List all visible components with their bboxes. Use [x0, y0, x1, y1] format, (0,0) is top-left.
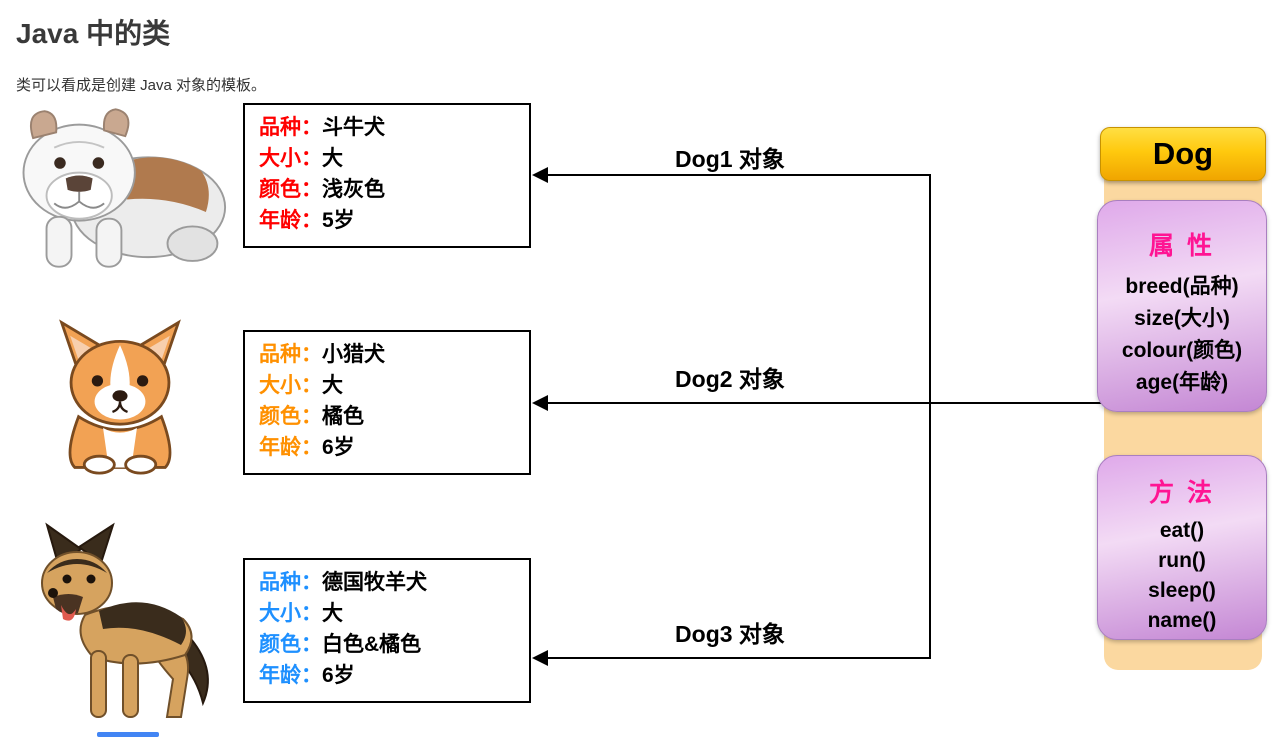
field-value: 5岁: [322, 209, 355, 232]
attributes-section: 属 性 breed(品种) size(大小) colour(颜色) age(年龄…: [1097, 200, 1267, 412]
german-shepherd-image: [15, 518, 235, 735]
corgi-illustration: [59, 319, 181, 475]
field-label: 大小：: [259, 602, 322, 625]
field-label: 年龄：: [259, 209, 322, 232]
field-row: 大小：大: [259, 598, 529, 629]
field-label: 品种：: [259, 343, 322, 366]
dog1-arrowhead: [532, 167, 548, 183]
field-row: 颜色：白色&橘色: [259, 629, 529, 660]
horizontal-scrollbar-thumb[interactable]: [97, 732, 159, 737]
corgi-image: [25, 315, 215, 480]
attribute-item: breed(品种): [1125, 275, 1239, 298]
page-title: Java 中的类: [16, 18, 171, 49]
method-item: sleep(): [1148, 579, 1216, 602]
dog1-object-box: 品种：斗牛犬 大小：大 颜色：浅灰色 年龄：5岁: [243, 103, 531, 248]
method-item: eat(): [1159, 519, 1205, 542]
attributes-list: breed(品种) size(大小) colour(颜色) age(年龄): [1098, 271, 1266, 399]
field-value: 大: [322, 602, 343, 625]
dog1-arrow-label: Dog1 对象: [675, 146, 785, 172]
dog3-arrow-line: [546, 657, 930, 659]
method-item: name(): [1147, 609, 1217, 632]
methods-section: 方 法 eat() run() sleep() name(): [1097, 455, 1267, 640]
methods-list: eat() run() sleep() name(): [1098, 516, 1266, 636]
page-subtitle: 类可以看成是创建 Java 对象的模板。: [16, 77, 267, 94]
dog2-arrow-label: Dog2 对象: [675, 366, 785, 392]
attribute-item: size(大小): [1134, 307, 1230, 330]
field-row: 品种：小猎犬: [259, 339, 529, 370]
field-label: 大小：: [259, 374, 322, 397]
field-row: 大小：大: [259, 370, 529, 401]
field-value: 大: [322, 374, 343, 397]
dog3-object-box: 品种：德国牧羊犬 大小：大 颜色：白色&橘色 年龄：6岁: [243, 558, 531, 703]
methods-title: 方 法: [1149, 479, 1215, 507]
field-value: 白色&橘色: [322, 633, 422, 656]
field-row: 大小：大: [259, 143, 529, 174]
field-label: 品种：: [259, 571, 322, 594]
field-value: 橘色: [322, 405, 364, 428]
field-row: 颜色：浅灰色: [259, 174, 529, 205]
connector-vertical-line: [929, 174, 931, 659]
field-label: 大小：: [259, 147, 322, 170]
attributes-title: 属 性: [1149, 232, 1215, 260]
field-value: 大: [322, 147, 343, 170]
dog2-object-box: 品种：小猎犬 大小：大 颜色：橘色 年龄：6岁: [243, 330, 531, 475]
field-row: 品种：德国牧羊犬: [259, 567, 529, 598]
dog3-arrowhead: [532, 650, 548, 666]
field-label: 颜色：: [259, 178, 322, 201]
dog1-arrow-line: [546, 174, 930, 176]
attribute-item: age(年龄): [1135, 371, 1229, 394]
field-row: 年龄：6岁: [259, 660, 529, 691]
field-value: 斗牛犬: [322, 116, 385, 139]
dog2-arrowhead: [532, 395, 548, 411]
field-value: 6岁: [322, 436, 355, 459]
german-shepherd-illustration: [41, 522, 209, 718]
field-label: 颜色：: [259, 633, 322, 656]
field-value: 德国牧羊犬: [322, 571, 427, 594]
field-label: 年龄：: [259, 436, 322, 459]
bulldog-illustration: [22, 108, 227, 268]
dog3-arrow-label: Dog3 对象: [675, 621, 785, 647]
field-row: 年龄：6岁: [259, 432, 529, 463]
field-row: 颜色：橘色: [259, 401, 529, 432]
field-label: 颜色：: [259, 405, 322, 428]
field-row: 品种：斗牛犬: [259, 112, 529, 143]
field-label: 年龄：: [259, 664, 322, 687]
field-value: 浅灰色: [322, 178, 385, 201]
class-name-header: Dog: [1100, 127, 1266, 181]
dog2-arrow-line: [546, 402, 1102, 404]
field-label: 品种：: [259, 116, 322, 139]
method-item: run(): [1158, 549, 1206, 572]
field-row: 年龄：5岁: [259, 205, 529, 236]
field-value: 6岁: [322, 664, 355, 687]
field-value: 小猎犬: [322, 343, 385, 366]
attribute-item: colour(颜色): [1121, 339, 1243, 362]
bulldog-image: [2, 92, 237, 289]
